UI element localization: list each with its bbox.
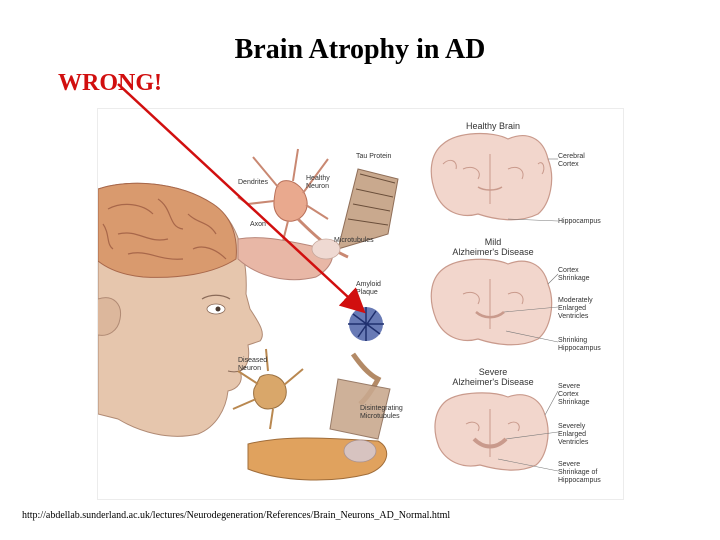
source-url[interactable]: http://abdellab.sunderland.ac.uk/lecture… — [22, 510, 450, 521]
